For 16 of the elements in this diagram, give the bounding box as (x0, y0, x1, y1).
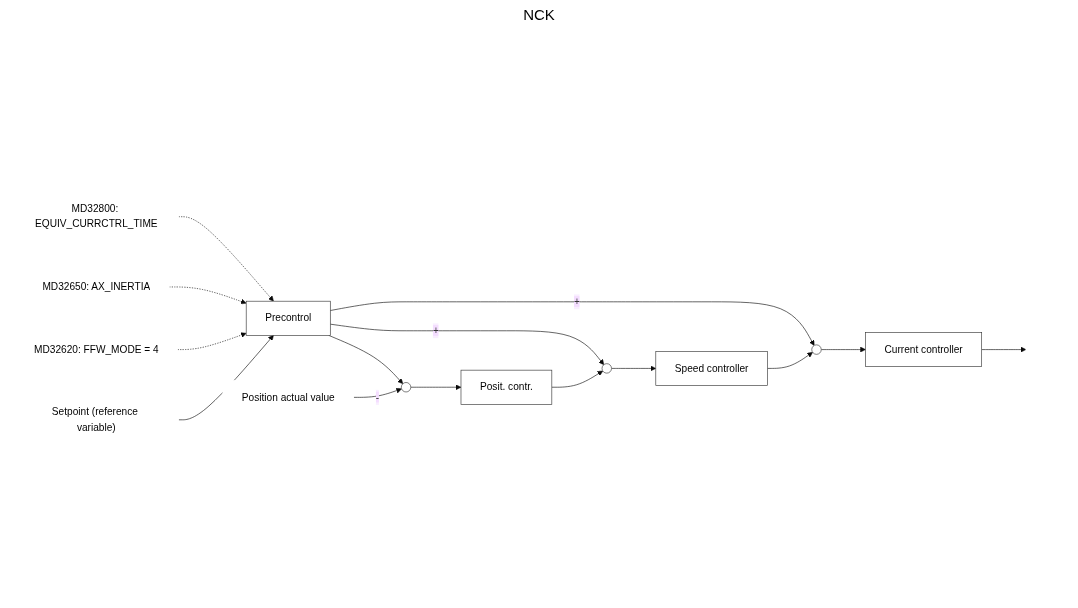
node-circle (601, 363, 612, 374)
node-text: Position actual value (241, 391, 335, 403)
node-text: Setpoint (reference variable) (51, 406, 138, 433)
node-box: Current controller (865, 332, 982, 368)
node-text: MD32650: AX_INERTIA (42, 281, 151, 293)
edge-label: + (573, 296, 580, 308)
node-box: Speed controller (655, 351, 768, 387)
node-text: MD32620: FFW_MODE = 4 (34, 344, 159, 355)
node-circle (811, 344, 822, 355)
node-box: Posit. contr. (460, 370, 553, 405)
node-circle (401, 382, 412, 393)
node-text: MD32800: EQUIV_CURRCTRL_TIME (35, 203, 158, 230)
edge-label: + (432, 325, 439, 337)
node-box: Precontrol (245, 301, 331, 336)
region-label: NCK (523, 6, 555, 23)
edge-label: - (375, 391, 380, 403)
